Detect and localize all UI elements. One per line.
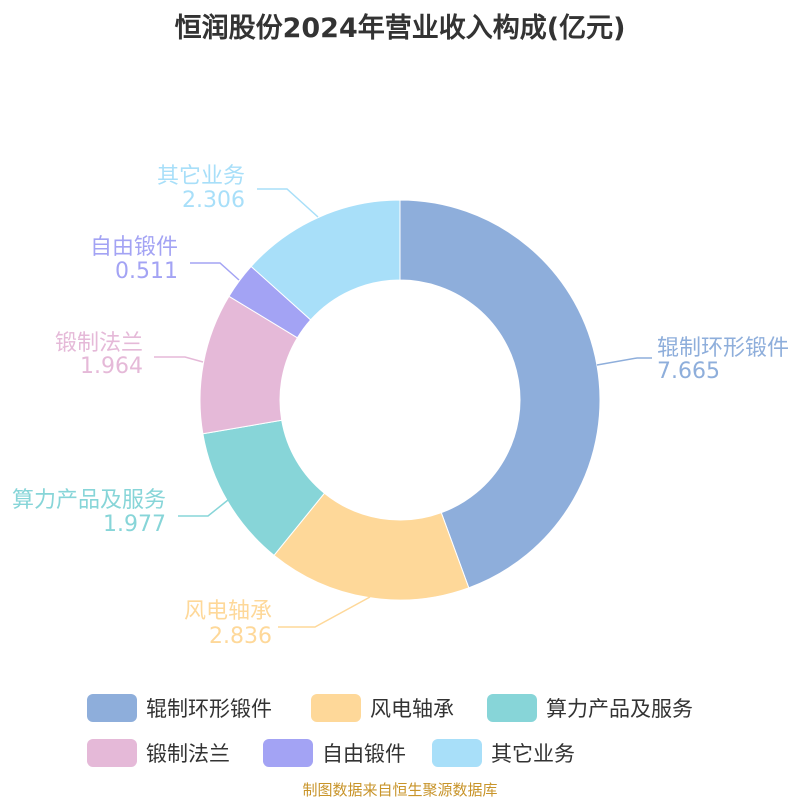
- leader-line-0: [596, 357, 652, 366]
- legend-swatch: [263, 739, 313, 767]
- leader-line-2: [178, 499, 229, 517]
- slice-value-5: 2.306: [182, 188, 245, 213]
- slice-value-0: 7.665: [657, 359, 720, 384]
- leader-line-4: [190, 262, 240, 281]
- leader-line-1: [278, 596, 371, 628]
- slice-value-2: 1.977: [103, 512, 166, 537]
- legend-label: 其它业务: [491, 742, 575, 766]
- slice-value-3: 1.964: [80, 354, 143, 379]
- legend-item-0[interactable]: 辊制环形锻件: [87, 693, 272, 723]
- legend-swatch: [432, 739, 482, 767]
- legend-label: 自由锻件: [322, 742, 406, 766]
- legend-swatch: [487, 694, 537, 722]
- legend-swatch: [87, 694, 137, 722]
- slice-label-5: 其它业务: [157, 164, 245, 189]
- slice-5[interactable]: [250, 199, 401, 321]
- legend-item-1[interactable]: 风电轴承: [311, 693, 454, 723]
- leader-line-5: [257, 188, 319, 218]
- slice-label-2: 算力产品及服务: [12, 488, 166, 513]
- legend-item-2[interactable]: 算力产品及服务: [487, 693, 693, 723]
- legend-label: 算力产品及服务: [546, 697, 693, 721]
- legend-swatch: [87, 739, 137, 767]
- legend-item-5[interactable]: 其它业务: [432, 738, 575, 768]
- slice-label-4: 自由锻件: [90, 235, 178, 260]
- chart-title: 恒润股份2024年营业收入构成(亿元): [174, 13, 626, 44]
- slice-value-1: 2.836: [209, 624, 272, 649]
- legend-item-4[interactable]: 自由锻件: [263, 738, 406, 768]
- slice-0[interactable]: [399, 199, 601, 589]
- legend-swatch: [311, 694, 361, 722]
- slice-label-0: 辊制环形锻件: [657, 336, 789, 361]
- slice-value-4: 0.511: [115, 259, 178, 284]
- legend-label: 辊制环形锻件: [146, 697, 272, 721]
- legend-label: 锻制法兰: [146, 742, 230, 766]
- source-note: 制图数据来自恒生聚源数据库: [302, 781, 498, 799]
- leader-line-3: [154, 356, 204, 363]
- legend-label: 风电轴承: [370, 697, 454, 721]
- slice-label-3: 锻制法兰: [55, 331, 143, 356]
- legend-item-3[interactable]: 锻制法兰: [87, 738, 230, 768]
- slice-label-1: 风电轴承: [184, 599, 272, 624]
